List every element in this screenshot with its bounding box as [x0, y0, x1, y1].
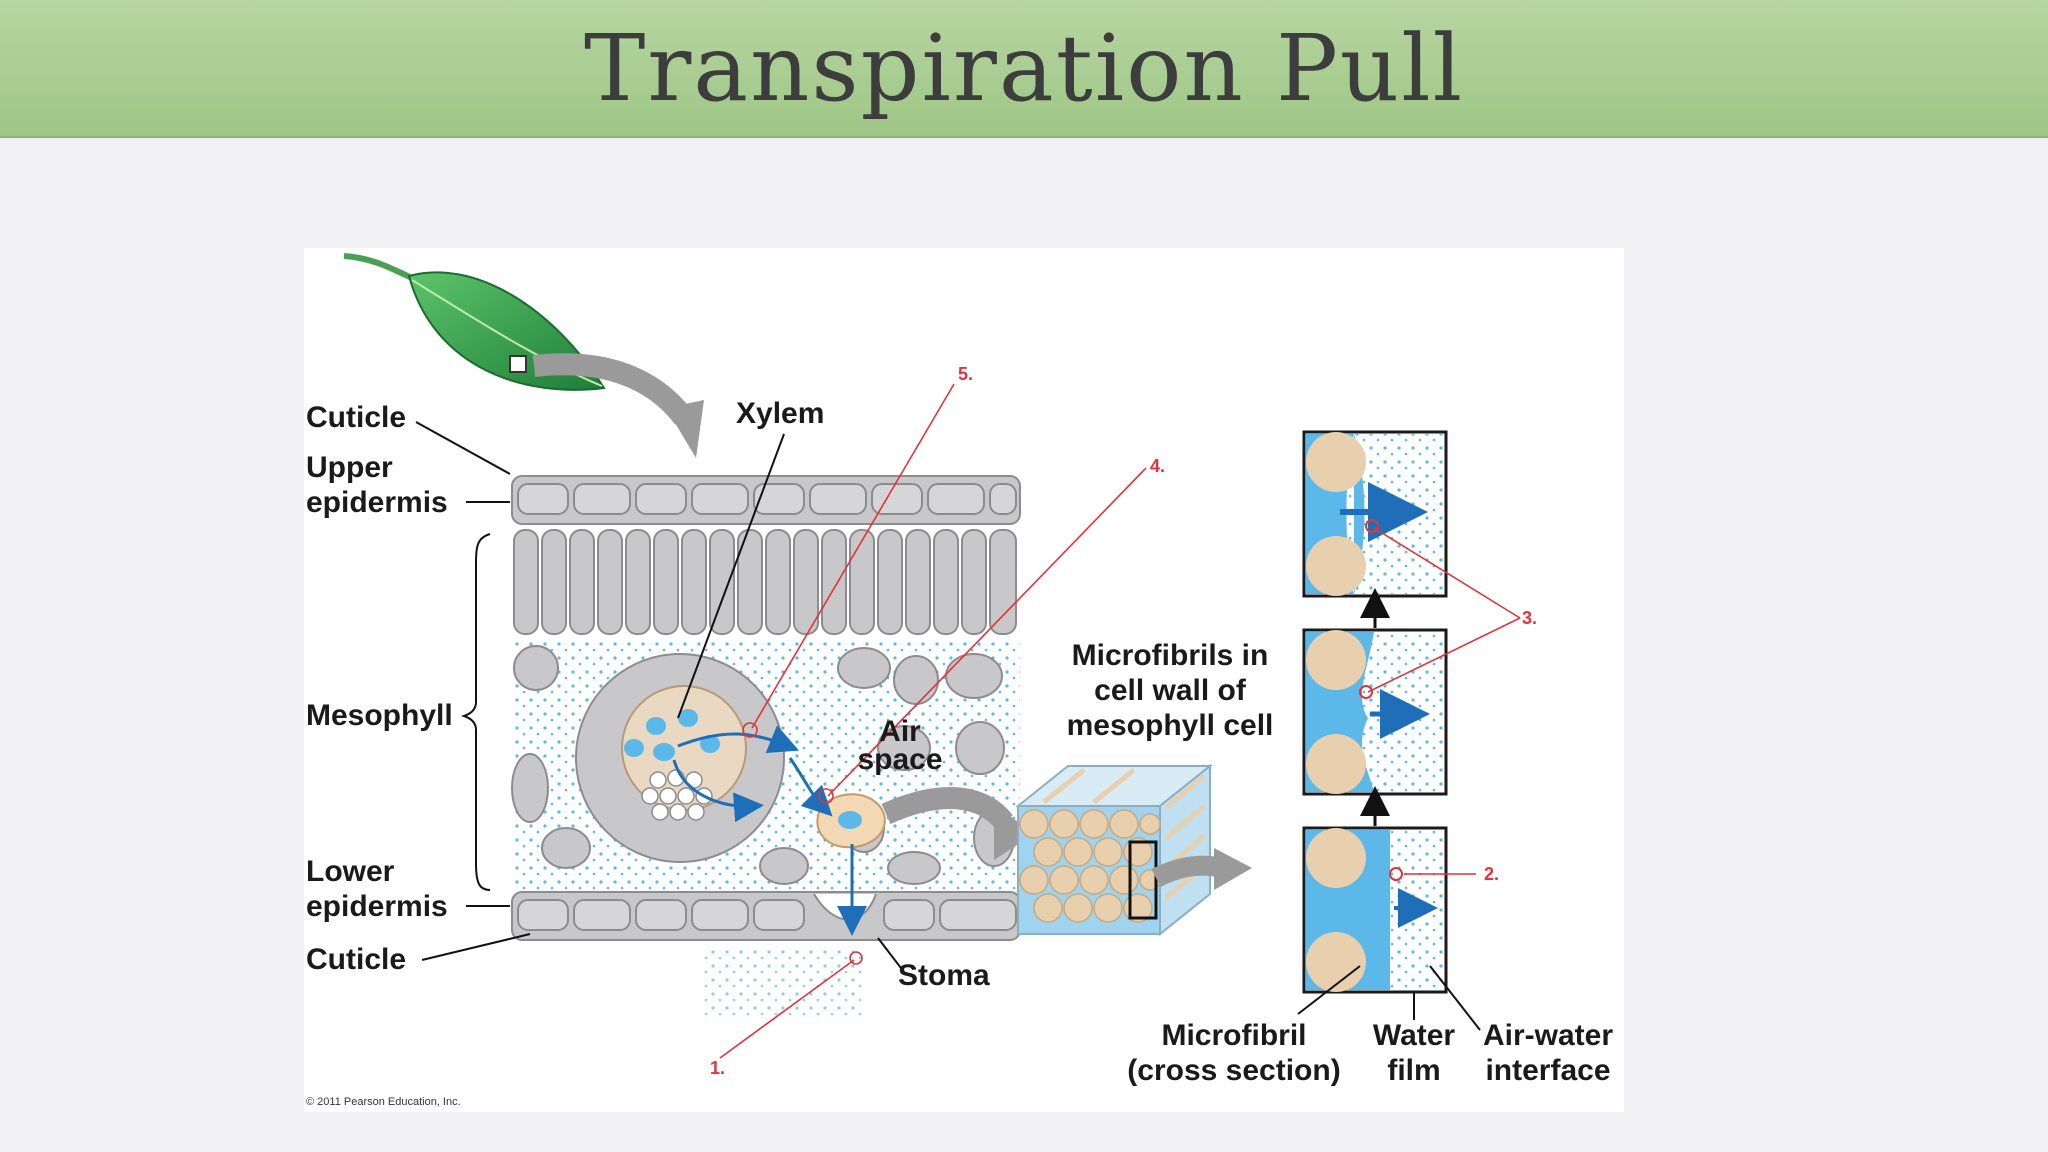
label-microfibril-cross-section: Microfibril (cross section) — [1127, 1019, 1341, 1087]
copyright-text: © 2011 Pearson Education, Inc. — [306, 1096, 461, 1108]
leader-lines — [415, 421, 1481, 1031]
label-lower-epidermis: Lower epidermis — [306, 855, 448, 923]
zoom-arrow-1 — [532, 353, 693, 425]
slide-title: Transpiration Pull — [583, 14, 1465, 122]
flow-arrow-xylem — [677, 725, 800, 754]
step-pointer-lines — [719, 383, 1521, 1059]
label-mesophyll: Mesophyll — [306, 699, 453, 732]
interface-panel-bottom — [1302, 826, 1448, 994]
step-4-label: 4. — [1150, 456, 1166, 476]
label-air-space: Air space — [857, 715, 943, 776]
label-cuticle-top: Cuticle — [306, 401, 407, 434]
label-xylem: Xylem — [736, 397, 825, 430]
step-2-label: 2. — [1484, 864, 1500, 884]
diagram-artwork — [343, 253, 1521, 1059]
step-5-label: 5. — [958, 364, 974, 384]
interface-panel-top — [1302, 430, 1448, 598]
title-bar: Transpiration Pull — [0, 0, 2048, 138]
label-air-water-interface: Air-water interface — [1482, 1019, 1614, 1087]
step-3-label: 3. — [1522, 608, 1538, 628]
label-cuticle-bottom: Cuticle — [306, 943, 407, 976]
interface-panel-middle — [1302, 628, 1448, 796]
microfibril-block — [1015, 763, 1213, 937]
label-upper-epidermis: Upper epidermis — [306, 451, 448, 519]
transpiration-diagram: Cuticle Upper epidermis Mesophyll Lower … — [304, 248, 1624, 1112]
label-water-film: Water film — [1372, 1019, 1456, 1087]
label-stoma: Stoma — [898, 959, 990, 992]
label-microfibrils: Microfibrils in cell wall of mesophyll c… — [1066, 639, 1274, 742]
step-1-label: 1. — [710, 1058, 726, 1078]
